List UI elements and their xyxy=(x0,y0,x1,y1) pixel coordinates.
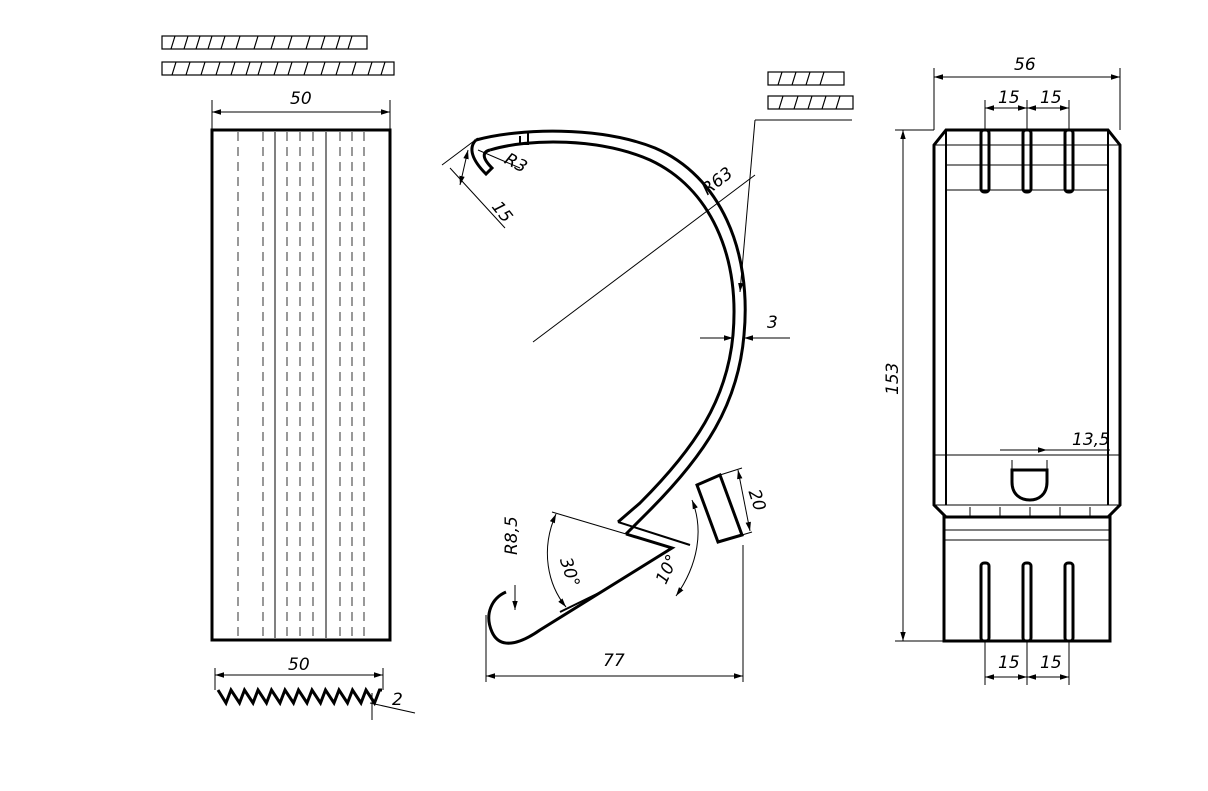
dim-foot-radius: R8,5 xyxy=(502,516,522,555)
dim-right-width: 56 xyxy=(1014,55,1036,75)
dim-angle-30: 30° xyxy=(555,555,583,590)
slot xyxy=(1063,561,1075,643)
bracket-profile: 3 15 R3 R63 20 30° 10° R8,5 77 xyxy=(441,71,854,682)
dim-wall-thickness: 3 xyxy=(767,313,778,333)
dim-left-bottom-width: 50 xyxy=(288,655,310,675)
dim-right-height: 153 xyxy=(883,363,903,395)
dim-right-bottom-slot-left: 15 xyxy=(998,653,1020,673)
left-profile-strip: 50 2 xyxy=(214,655,416,720)
dim-profile-thickness: 2 xyxy=(392,690,403,710)
left-front-view: 50 xyxy=(210,89,392,642)
slot xyxy=(1063,128,1075,194)
slot xyxy=(979,561,991,643)
slot xyxy=(1021,128,1033,194)
slot xyxy=(1021,561,1033,643)
flute-lines xyxy=(237,132,365,638)
dim-hook-width: 15 xyxy=(487,198,516,227)
title-note-garbled xyxy=(161,35,395,76)
dim-right-slot-left: 15 xyxy=(998,88,1020,108)
slot xyxy=(979,128,991,194)
dim-tab-length: 20 xyxy=(744,487,770,514)
dim-overall-width: 77 xyxy=(603,651,625,671)
dim-right-tab: 13,5 xyxy=(1072,430,1110,450)
slot-pattern xyxy=(979,128,1075,643)
dim-hook-radius: R3 xyxy=(501,149,530,177)
dim-left-top-width: 50 xyxy=(290,89,312,109)
dim-right-bottom-slot-right: 15 xyxy=(1040,653,1062,673)
right-front-view: 13,5 56 15 15 153 15 15 xyxy=(883,55,1122,685)
dim-arc-radius: R63 xyxy=(698,163,737,199)
dim-right-slot-right: 15 xyxy=(1040,88,1062,108)
